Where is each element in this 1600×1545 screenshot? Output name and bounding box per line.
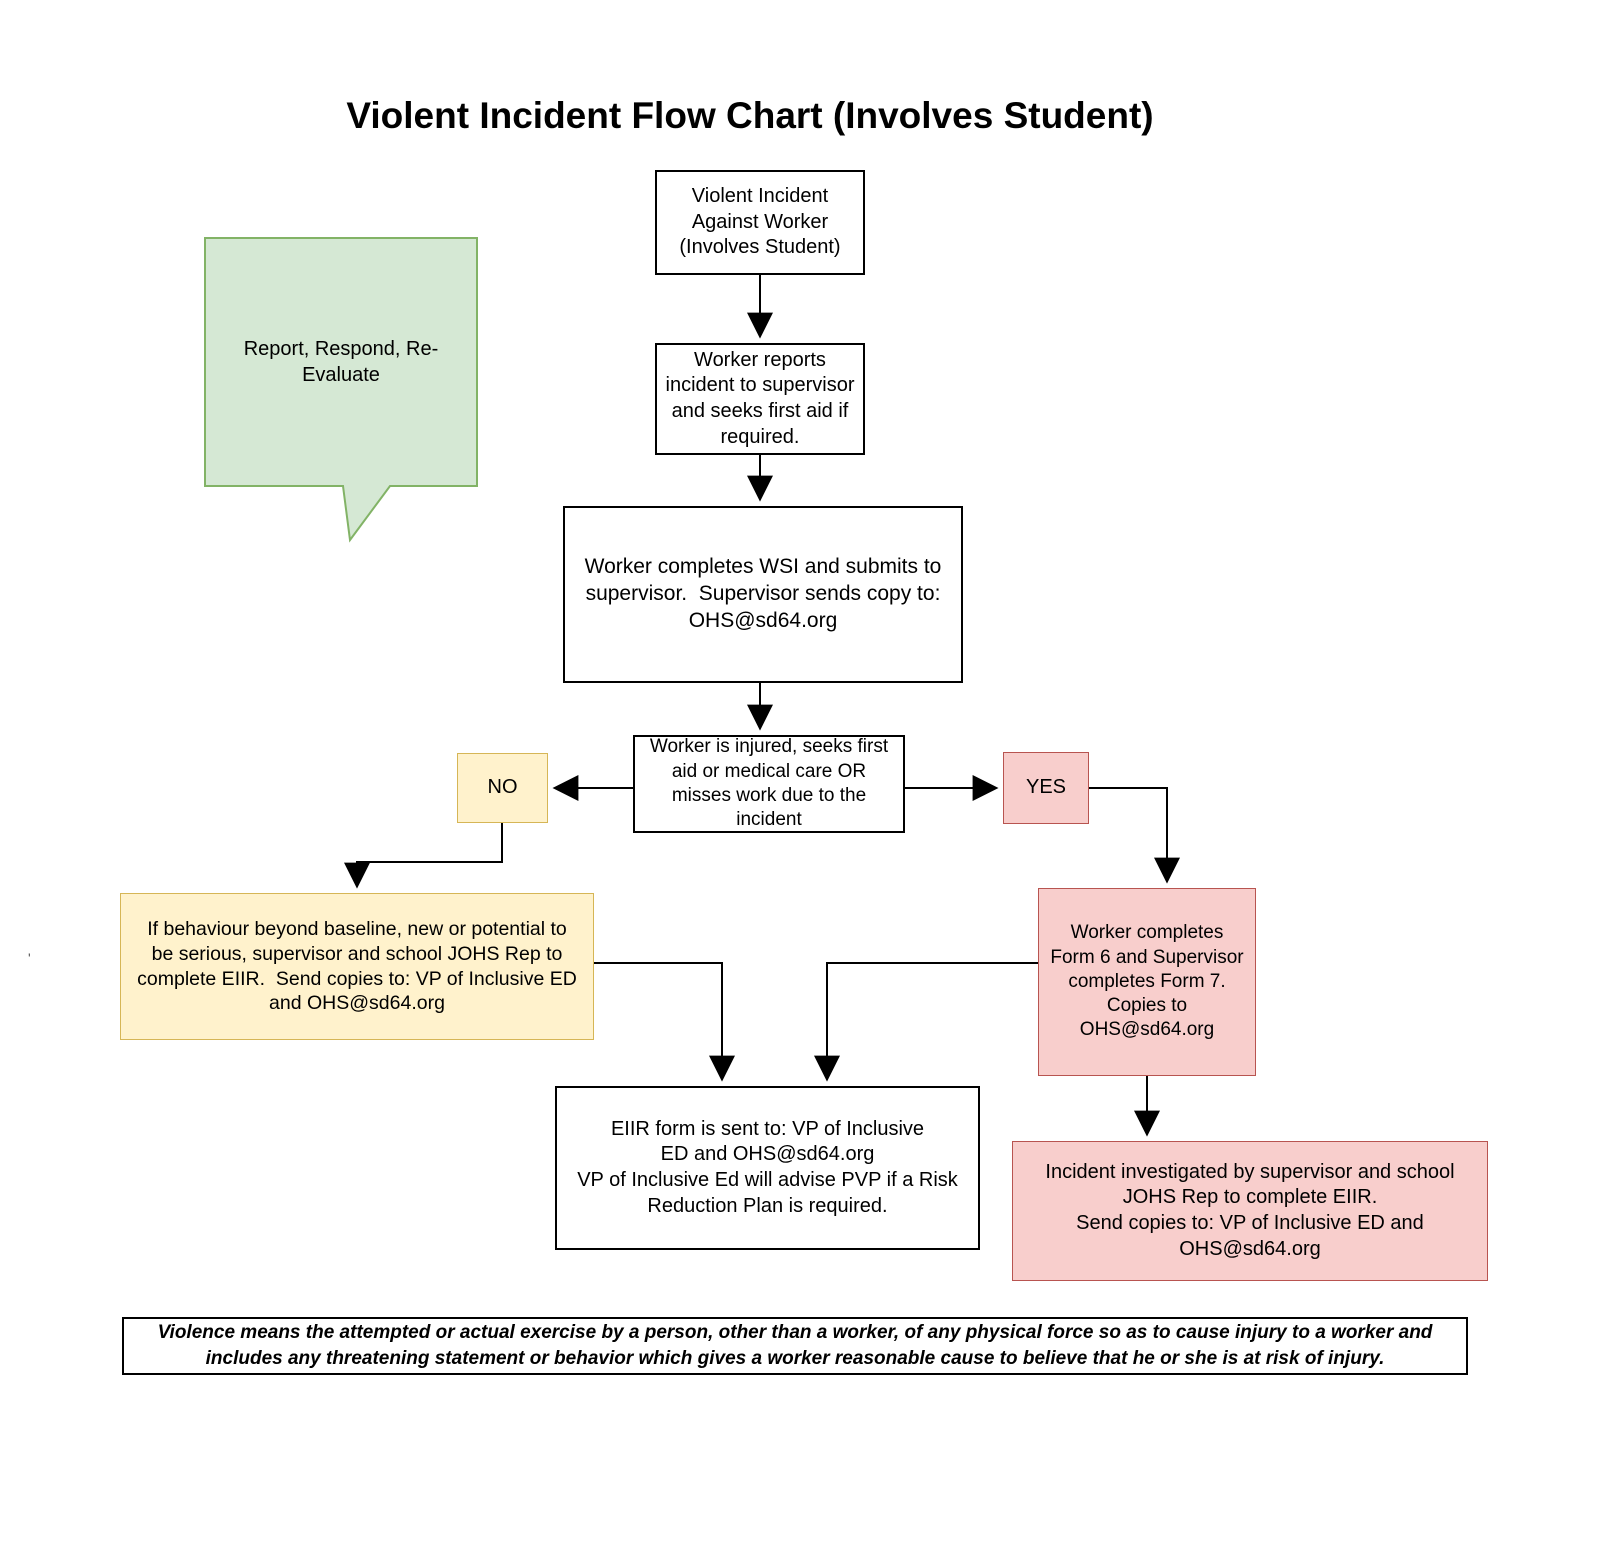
connector-yes-to-form67 [1089,787,1180,884]
node-worker-reports: Worker reports incident to supervisor an… [655,343,865,455]
node-yes-label: YES [1003,752,1089,824]
node-decision-worker-injured: Worker is injured, seeks first aid or me… [633,735,905,833]
node-violent-incident-start: Violent Incident Against Worker (Involve… [655,170,865,275]
callout-bubble-shape [204,237,478,543]
connector-eiirno-to-eiirsent [594,962,735,1082]
node-worker-completes-wsi: Worker completes WSI and submits to supe… [563,506,963,683]
callout-report-respond-reevaluate: Report, Respond, Re- Evaluate [243,338,439,386]
connector-no-to-eiir [344,823,503,889]
node-behaviour-beyond-baseline: If behaviour beyond baseline, new or pot… [120,893,594,1040]
node-incident-investigated: Incident investigated by supervisor and … [1012,1141,1488,1281]
violence-definition-box: Violence means the attempted or actual e… [122,1317,1468,1375]
node-form6-form7: Worker completes Form 6 and Supervisor c… [1038,888,1256,1076]
connector-form67-to-eiirsent [814,962,1038,1082]
stray-mark: ' [28,950,31,966]
node-no-label: NO [457,753,548,823]
node-eiir-form-sent: EIIR form is sent to: VP of Inclusive ED… [555,1086,980,1250]
page-title: Violent Incident Flow Chart (Involves St… [346,95,1154,136]
